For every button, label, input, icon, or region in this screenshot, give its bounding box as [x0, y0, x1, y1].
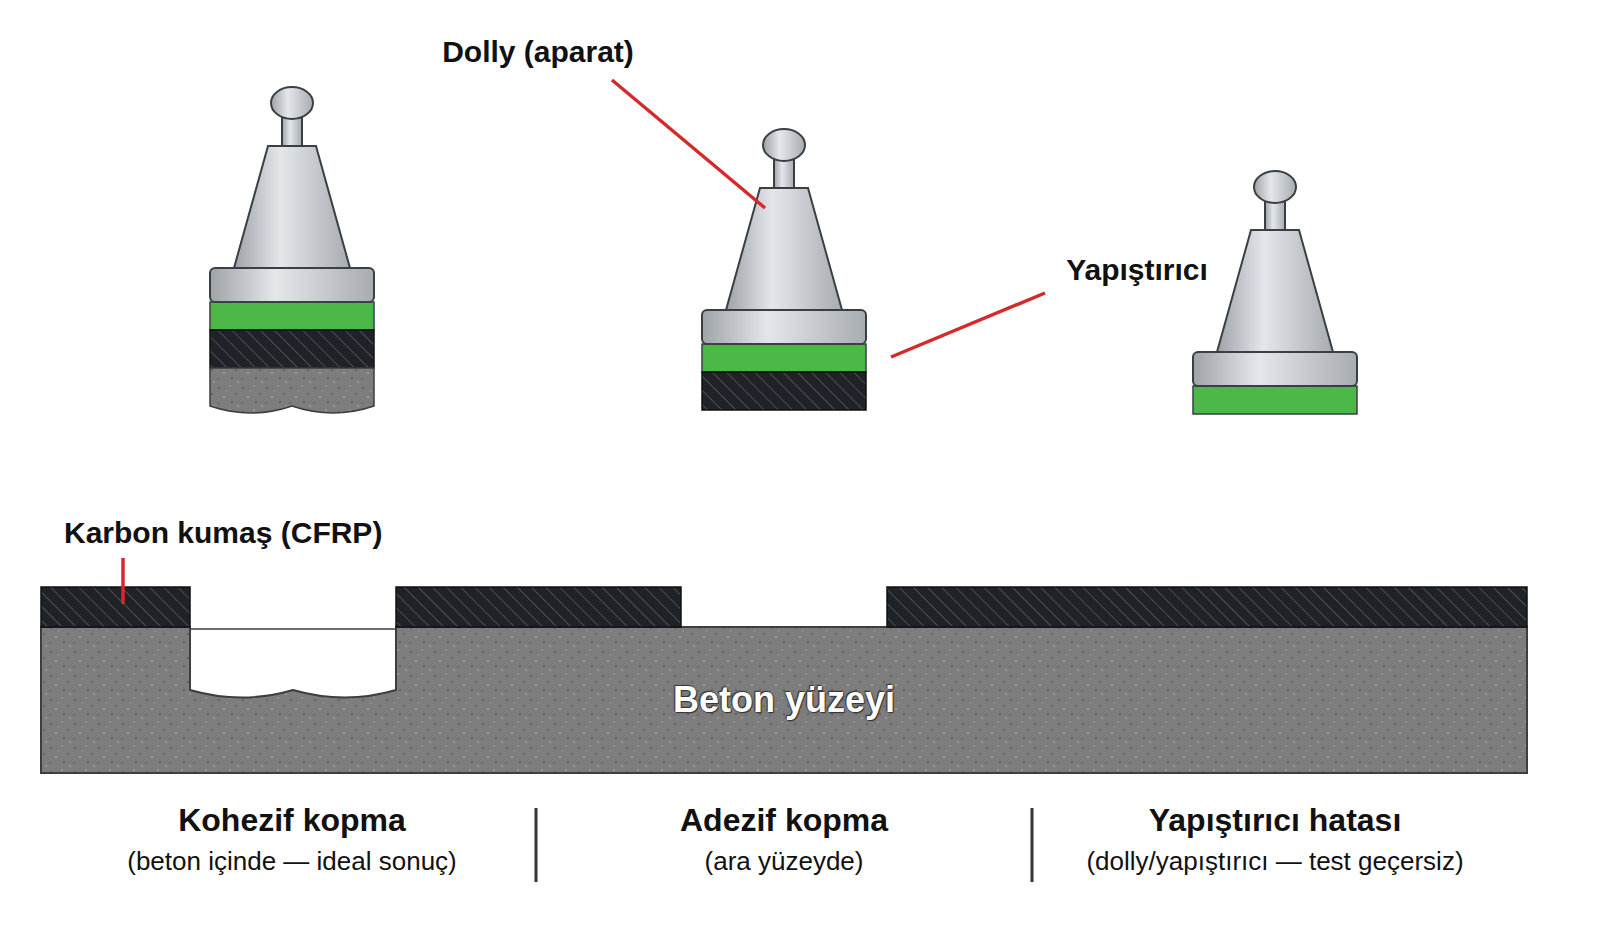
separator [1031, 808, 1034, 882]
failure-note: (dolly/yapıştırıcı — test geçersiz) [1086, 847, 1463, 877]
failure-title: Adezif kopma [680, 802, 888, 839]
dolly [702, 129, 866, 410]
slab [41, 587, 1527, 773]
part-label: Karbon kumaş (CFRP) [64, 516, 382, 551]
part-label: Yapıştırıcı [1066, 253, 1208, 288]
adhesive-layer [1193, 386, 1357, 414]
dolly [1193, 171, 1357, 414]
cfrp-strip [396, 587, 681, 627]
concrete [41, 627, 1527, 773]
adhesive-layer [210, 302, 374, 330]
cfrp-layer [702, 372, 866, 410]
dolly [210, 87, 374, 413]
leader-line [891, 293, 1045, 357]
concrete-piece [210, 368, 374, 413]
failure-title: Yapıştırıcı hatası [1149, 802, 1402, 839]
adhesive-layer [702, 344, 866, 372]
region-label: Beton yüzeyi [673, 679, 895, 721]
failure-note: (ara yüzeyde) [705, 847, 864, 877]
cfrp-strip [887, 587, 1527, 627]
separator [535, 808, 538, 882]
part-label: Dolly (aparat) [442, 35, 634, 70]
leader-line [612, 80, 765, 208]
concrete-surface: Beton yüzeyi [41, 627, 1527, 773]
failure-note: (beton içinde — ideal sonuç) [127, 847, 457, 877]
failure-title: Kohezif kopma [178, 802, 406, 839]
cfrp-layer [210, 330, 374, 368]
cfrp-strip [41, 587, 190, 627]
leader-line [121, 558, 125, 604]
